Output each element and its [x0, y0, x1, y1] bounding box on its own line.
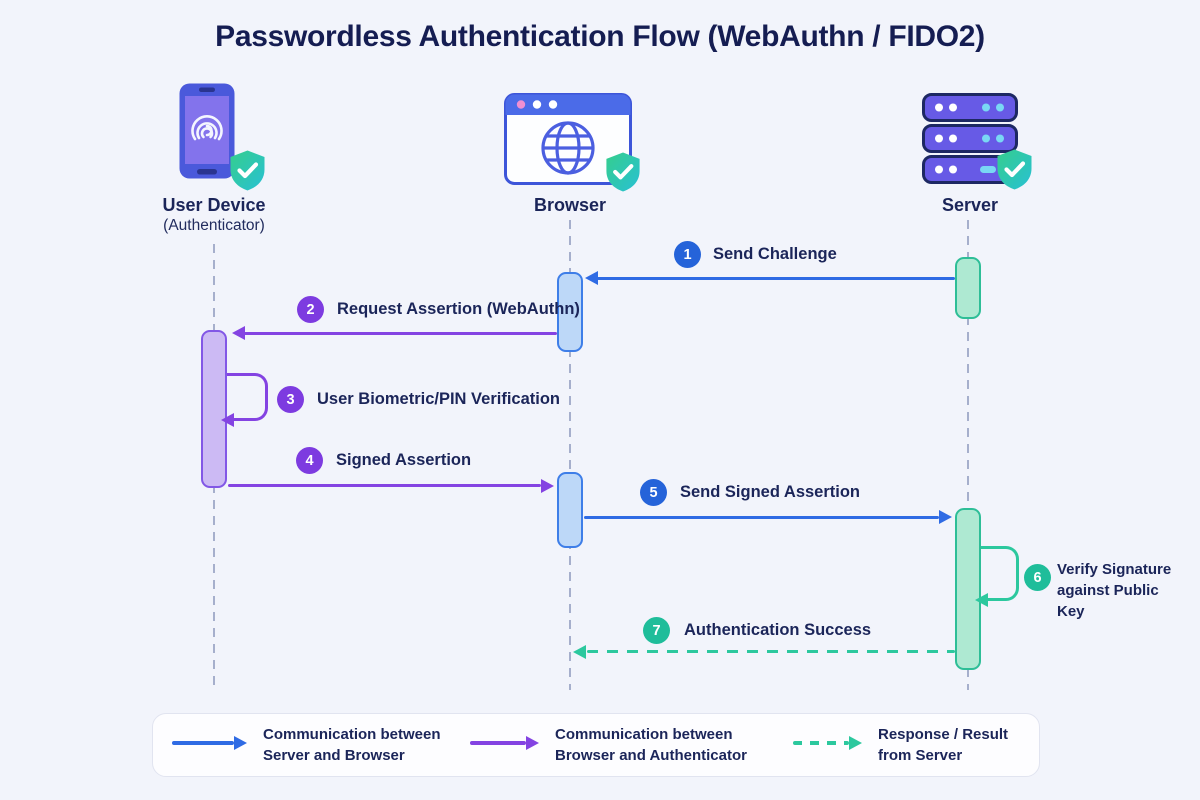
arrow-send-signed-assertion [584, 515, 939, 519]
legend-2-line2: Browser and Authenticator [555, 747, 747, 764]
legend-blue-arrow [172, 741, 234, 745]
step-badge-2: 2 [297, 296, 324, 323]
legend-label-server-browser: Communication between Server and Browser [263, 724, 441, 766]
legend-label-browser-authenticator: Communication between Browser and Authen… [555, 724, 747, 766]
legend-blue-arrowhead [234, 736, 247, 750]
legend-teal-dashed-arrow [793, 741, 849, 745]
arrow-signed-assertion [228, 484, 541, 487]
activation-server-1 [955, 257, 981, 319]
step-badge-1: 1 [674, 241, 701, 268]
message-label-biometric: User Biometric/PIN Verification [317, 390, 560, 408]
arrowhead-signed-assertion [541, 478, 554, 493]
server-stack-icon [922, 93, 1018, 184]
arrow-authentication-success [587, 650, 955, 653]
step-badge-6: 6 [1024, 564, 1051, 591]
activation-browser-1 [557, 272, 583, 352]
message-label-request-assertion: Request Assertion (WebAuthn) [337, 300, 580, 318]
step-badge-7: 7 [643, 617, 670, 644]
message-label-verify-signature: Verify Signature against Public Key [1057, 559, 1187, 622]
actor-label-user-device: User Device [162, 195, 266, 215]
actor-sublabel-authenticator: (Authenticator) [163, 217, 265, 234]
arrowhead-authentication-success [573, 644, 586, 659]
message-label-signed-assertion: Signed Assertion [336, 451, 472, 469]
legend [152, 713, 1040, 777]
arrowhead-send-challenge [585, 271, 598, 285]
legend-label-response-result: Response / Result from Server [878, 724, 1008, 766]
legend-2-line1: Communication between [555, 726, 733, 743]
legend-purple-arrowhead [526, 736, 539, 750]
verify-signature-line1: Verify Signature [1057, 561, 1172, 578]
arrow-send-challenge [597, 276, 955, 280]
message-label-authentication-success: Authentication Success [684, 621, 872, 639]
verify-signature-line2: against Public Key [1057, 582, 1159, 620]
arrowhead-biometric [221, 412, 234, 427]
arrowhead-request-assertion [232, 326, 245, 340]
legend-purple-arrow [470, 741, 526, 745]
legend-3-line1: Response / Result [878, 726, 1009, 743]
smartphone-fingerprint-icon [179, 83, 235, 179]
lifeline-browser [569, 220, 571, 690]
message-label-send-signed-assertion: Send Signed Assertion [680, 483, 861, 501]
shield-check-icon [230, 150, 265, 191]
arrow-request-assertion [244, 331, 557, 335]
activation-server-2 [955, 508, 981, 670]
self-loop-biometric [227, 373, 268, 421]
legend-1-line1: Communication between [263, 726, 441, 743]
self-loop-verify-signature [981, 546, 1019, 601]
lifeline-server [967, 220, 969, 690]
step-badge-4: 4 [296, 447, 323, 474]
activation-user-device [201, 330, 227, 488]
step-badge-3: 3 [277, 386, 304, 413]
actor-label-server: Server [941, 195, 999, 215]
legend-1-line2: Server and Browser [263, 747, 405, 764]
shield-check-icon [606, 152, 640, 192]
legend-3-line2: from Server [878, 747, 963, 764]
legend-teal-arrowhead [849, 736, 862, 750]
arrowhead-verify-signature [975, 592, 988, 607]
browser-globe-icon [504, 93, 632, 185]
actor-label-browser: Browser [533, 195, 607, 215]
arrowhead-send-signed-assertion [939, 510, 952, 524]
step-badge-5: 5 [640, 479, 667, 506]
shield-check-icon [997, 149, 1032, 190]
activation-browser-2 [557, 472, 583, 548]
message-label-send-challenge: Send Challenge [713, 245, 837, 263]
page-title: Passwordless Authentication Flow (WebAut… [215, 20, 985, 53]
